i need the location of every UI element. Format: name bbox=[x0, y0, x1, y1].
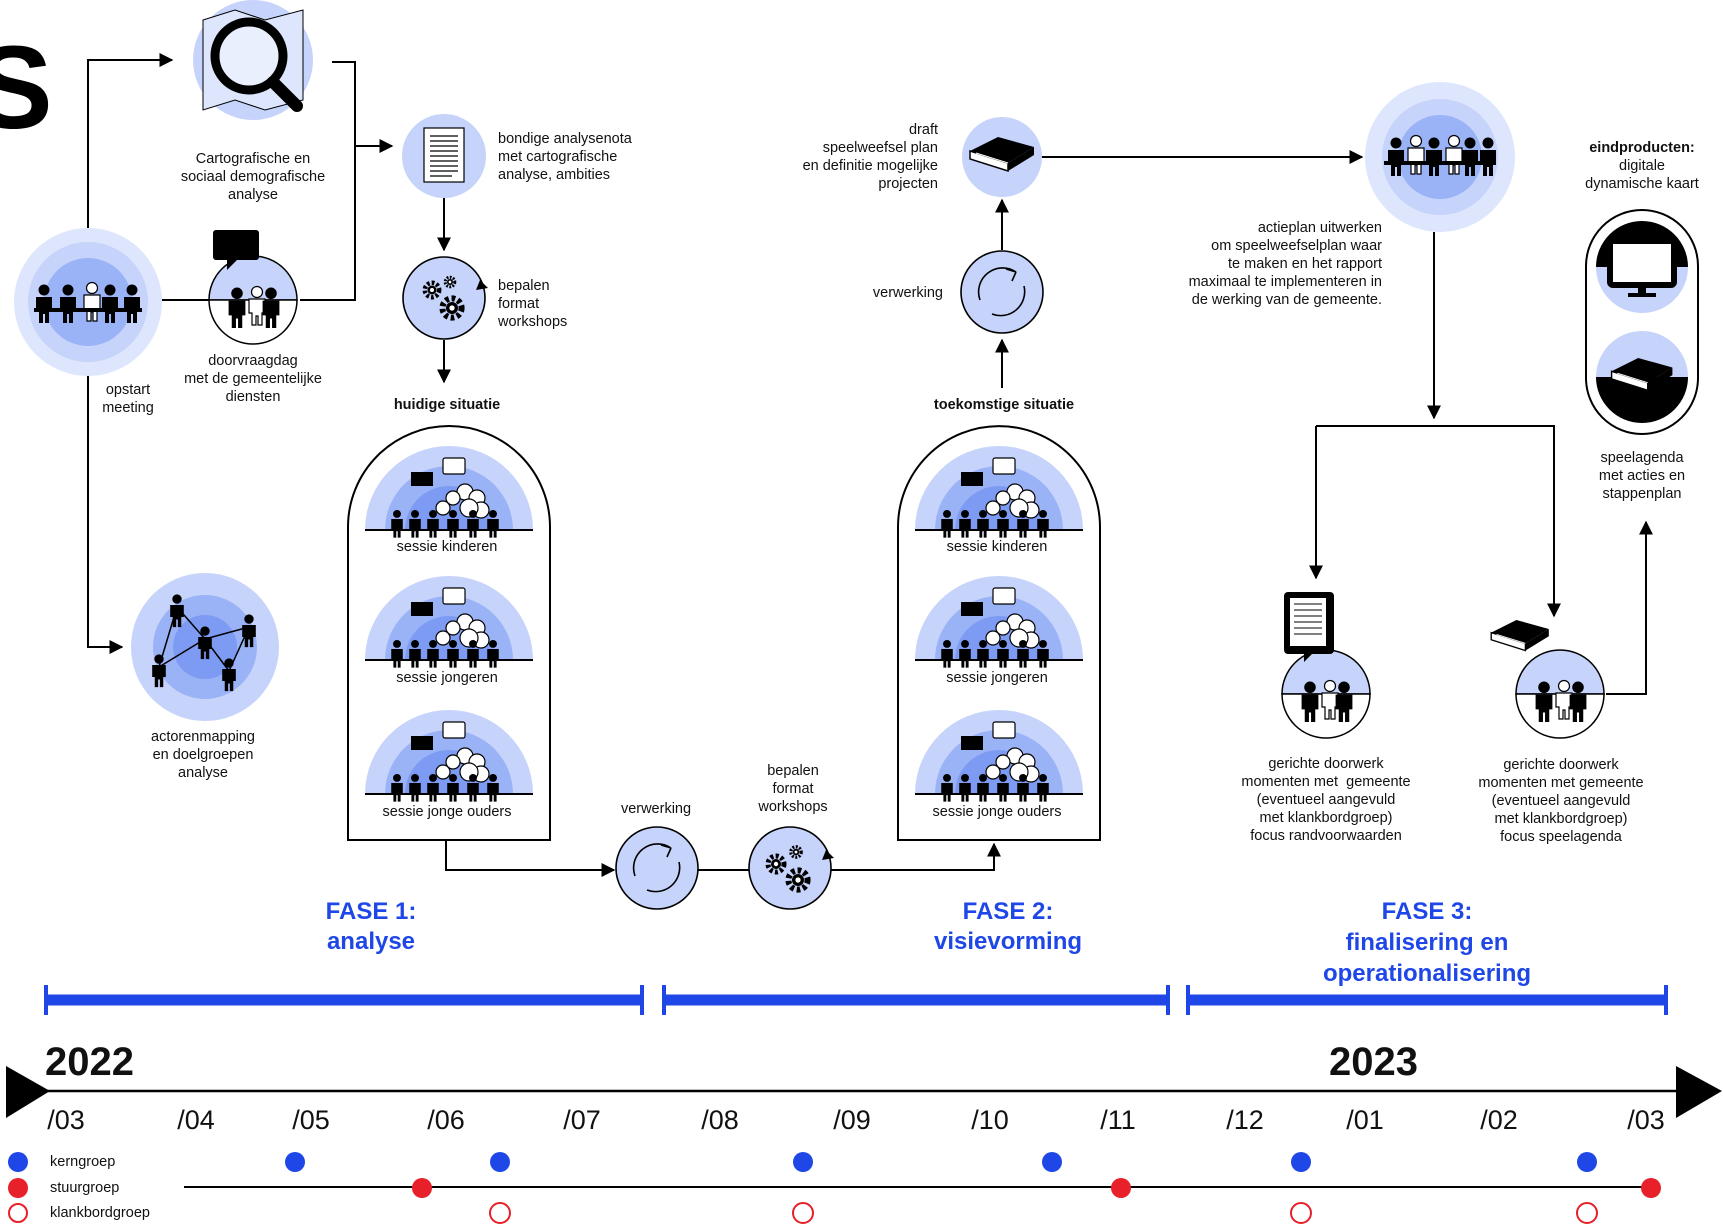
magnifier-icon bbox=[193, 0, 313, 120]
month-label: /01 bbox=[1346, 1105, 1384, 1135]
cycle-arrows-icon bbox=[960, 250, 1044, 334]
legend-label: klankbordgroep bbox=[50, 1205, 150, 1221]
verwerking-label: verwerking bbox=[872, 285, 943, 301]
legend-swatch bbox=[8, 1203, 28, 1223]
stuurgroep-marker bbox=[1641, 1178, 1661, 1198]
opstart-label: opstart meeting bbox=[102, 382, 154, 416]
month-label: /03 bbox=[1627, 1105, 1665, 1135]
draft-label: draft speelweefsel plan en definitie mog… bbox=[802, 122, 938, 192]
bepalen-format-label: bepalen format workshops bbox=[758, 763, 828, 815]
klankbordgroep-marker bbox=[792, 1202, 814, 1224]
kerngroep-marker bbox=[793, 1152, 813, 1172]
page-title-fragment: S bbox=[0, 22, 53, 154]
gears-icon bbox=[748, 826, 834, 910]
month-label: /04 bbox=[177, 1105, 215, 1135]
phase-subtitle: analyse bbox=[326, 928, 416, 955]
month-label: /06 bbox=[427, 1105, 465, 1135]
actoren-label: actorenmapping en doelgroepen analyse bbox=[151, 729, 255, 781]
cartography-label: Cartografische en sociaal demografische … bbox=[180, 151, 326, 203]
stuurgroep-marker bbox=[412, 1178, 432, 1198]
month-label: /07 bbox=[563, 1105, 601, 1135]
legend-swatch bbox=[8, 1152, 28, 1172]
legend-label: stuurgroep bbox=[50, 1180, 120, 1196]
session-label: sessie jonge ouders bbox=[382, 804, 512, 820]
phase-bars bbox=[44, 985, 1668, 1015]
meeting-icon bbox=[1282, 592, 1370, 738]
kerngroep-marker bbox=[1042, 1152, 1062, 1172]
klankbordgroep-marker bbox=[489, 1202, 511, 1224]
kerngroep-marker bbox=[1577, 1152, 1597, 1172]
kerngroep-marker bbox=[285, 1152, 305, 1172]
year-start: 2022 bbox=[45, 1040, 134, 1084]
month-label: /05 bbox=[292, 1105, 330, 1135]
network-icon bbox=[131, 573, 279, 721]
phase-title: FASE 2: bbox=[962, 898, 1054, 925]
doorvraagdag-label: doorvraagdag met de gemeentelijke dienst… bbox=[184, 353, 322, 405]
analysenota-label: bondige analysenota met cartografische a… bbox=[498, 131, 632, 183]
phase-1-title: FASE 1: analyse bbox=[326, 897, 417, 957]
phase-subtitle: finalisering en operationalisering bbox=[1322, 929, 1532, 987]
toekomstige-situatie-title: toekomstige situatie bbox=[933, 397, 1075, 413]
kerngroep-marker bbox=[1291, 1152, 1311, 1172]
month-label: /10 bbox=[971, 1105, 1009, 1135]
doorwerk-label: gerichte doorwerk momenten met gemeente … bbox=[1478, 757, 1644, 845]
meeting-icon bbox=[1490, 619, 1604, 738]
eindproducten-subtitle: digitale dynamische kaart bbox=[1585, 158, 1699, 192]
book-icon bbox=[1596, 331, 1688, 423]
session-label: sessie jongeren bbox=[946, 670, 1048, 686]
kerngroep-marker bbox=[490, 1152, 510, 1172]
people-group-icon bbox=[14, 228, 162, 376]
speelagenda-label: speelagenda met acties en stappenplan bbox=[1598, 450, 1686, 502]
verwerking-label: verwerking bbox=[620, 801, 692, 817]
klankbordgroep-marker bbox=[1576, 1202, 1598, 1224]
year-end: 2023 bbox=[1329, 1040, 1418, 1084]
cycle-arrows-icon bbox=[615, 826, 699, 910]
month-label: /08 bbox=[701, 1105, 739, 1135]
month-label: /12 bbox=[1226, 1105, 1264, 1135]
document-icon bbox=[402, 114, 486, 198]
connectors bbox=[87, 53, 1653, 877]
session-label: sessie kinderen bbox=[946, 539, 1048, 555]
bepalen-format-label: bepalen format workshops bbox=[498, 278, 568, 330]
legend-swatch bbox=[8, 1178, 28, 1198]
people-group-icon bbox=[1365, 82, 1515, 232]
session-label: sessie jongeren bbox=[396, 670, 498, 686]
phase-title: FASE 3: bbox=[1381, 898, 1473, 925]
phase-subtitle: visievorming bbox=[933, 928, 1083, 955]
meeting-markers bbox=[285, 1152, 1661, 1224]
phase-2-title: FASE 2: visievorming bbox=[934, 897, 1082, 957]
stuurgroep-marker bbox=[1111, 1178, 1131, 1198]
monitor-icon bbox=[1596, 221, 1688, 313]
month-label: /09 bbox=[833, 1105, 871, 1135]
doorwerk-label: gerichte doorwerk momenten met gemeente … bbox=[1241, 756, 1411, 844]
month-label: /11 bbox=[1100, 1105, 1136, 1135]
session-label: sessie jonge ouders bbox=[932, 804, 1062, 820]
month-label: /02 bbox=[1480, 1105, 1518, 1135]
book-icon bbox=[962, 117, 1042, 197]
session-label: sessie kinderen bbox=[396, 539, 498, 555]
eindproducten-title: eindproducten: bbox=[1589, 140, 1695, 156]
meeting-icon bbox=[209, 230, 297, 344]
actieplan-label: actieplan uitwerken om speelweefselplan … bbox=[1188, 220, 1382, 308]
gears-icon bbox=[402, 256, 488, 340]
month-label: /03 bbox=[47, 1105, 85, 1135]
phase-title: FASE 1: bbox=[325, 898, 417, 925]
huidige-situatie-title: huidige situatie bbox=[393, 397, 501, 413]
klankbordgroep-marker bbox=[1290, 1202, 1312, 1224]
timeline-axis bbox=[6, 1066, 1722, 1188]
phase-3-title: FASE 3: finalisering en operationaliseri… bbox=[1323, 897, 1531, 989]
legend-label: kerngroep bbox=[50, 1154, 116, 1170]
